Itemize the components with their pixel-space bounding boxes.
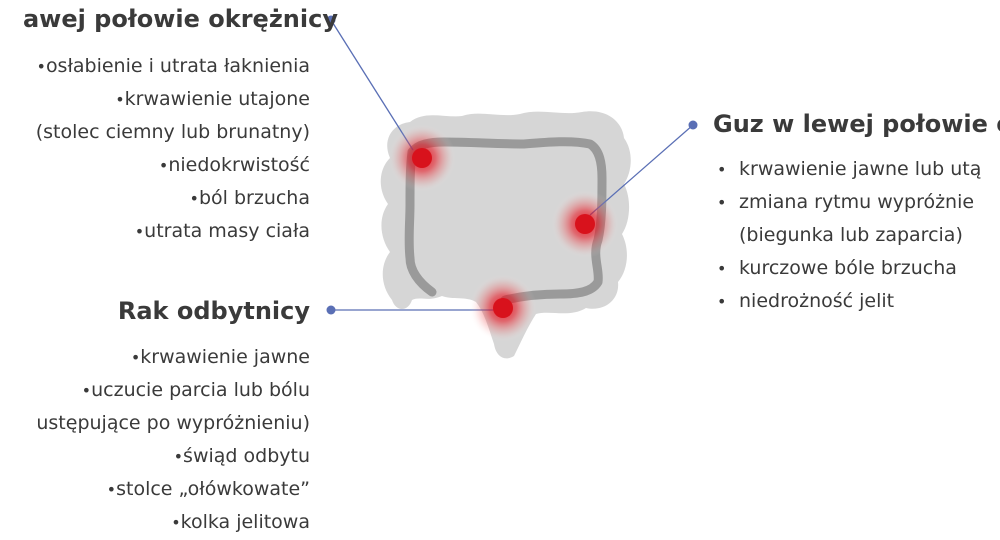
symptom-item: krwawienie jawne: [16, 341, 310, 374]
symptom-item: krwawienie jawne lub utą: [717, 153, 981, 186]
symptom-item: (biegunka lub zaparcia): [739, 224, 963, 246]
connector-dot-right-colon: [688, 120, 698, 130]
symptom-item: (stolec ciemny lub brunatny): [35, 121, 310, 143]
symptom-item: krwawienie utajone: [16, 83, 310, 116]
symptom-item: zmiana rytmu wypróżnie: [717, 186, 981, 219]
rectum-symptom-list: krwawienie jawneuczucie parcia lub bólu u…: [16, 341, 310, 539]
tumor-left-colon: [412, 148, 432, 168]
left-colon-symptom-list: osłabienie i utrata łaknieniakrwawienie …: [16, 50, 310, 248]
symptom-item: ustępujące po wypróżnieniu): [36, 412, 310, 434]
tumor-markers: [388, 124, 619, 342]
symptom-item: niedrożność jelit: [717, 285, 981, 318]
connector-dot-left-colon: [326, 15, 336, 25]
colon-inner: [404, 137, 607, 305]
tumor-right-colon: [575, 214, 595, 234]
symptom-item: stolce „ołówkowate”: [16, 473, 310, 506]
symptom-item: osłabienie i utrata łaknienia: [16, 50, 310, 83]
left-colon-heading: awej połowie okrężnicy: [22, 5, 338, 33]
symptom-item: kolka jelitowa: [16, 506, 310, 539]
right-colon-heading: Guz w lewej połowie o: [713, 110, 1000, 138]
connector-left-colon: [330, 19, 414, 151]
symptom-item: kurczowe bóle brzucha: [717, 252, 981, 285]
symptom-item: ból brzucha: [16, 182, 310, 215]
symptom-item: uczucie parcia lub bólu: [16, 374, 310, 407]
connector-dot-rectum: [326, 305, 336, 315]
symptom-item: świąd odbytu: [16, 440, 310, 473]
symptom-item: niedokrwistość: [16, 149, 310, 182]
rectum-heading: Rak odbytnicy: [117, 297, 310, 325]
tumor-rectum: [493, 298, 513, 318]
right-colon-symptom-list: krwawienie jawne lub utązmiana rytmu wyp…: [717, 153, 981, 318]
symptom-item: utrata masy ciała: [16, 215, 310, 248]
